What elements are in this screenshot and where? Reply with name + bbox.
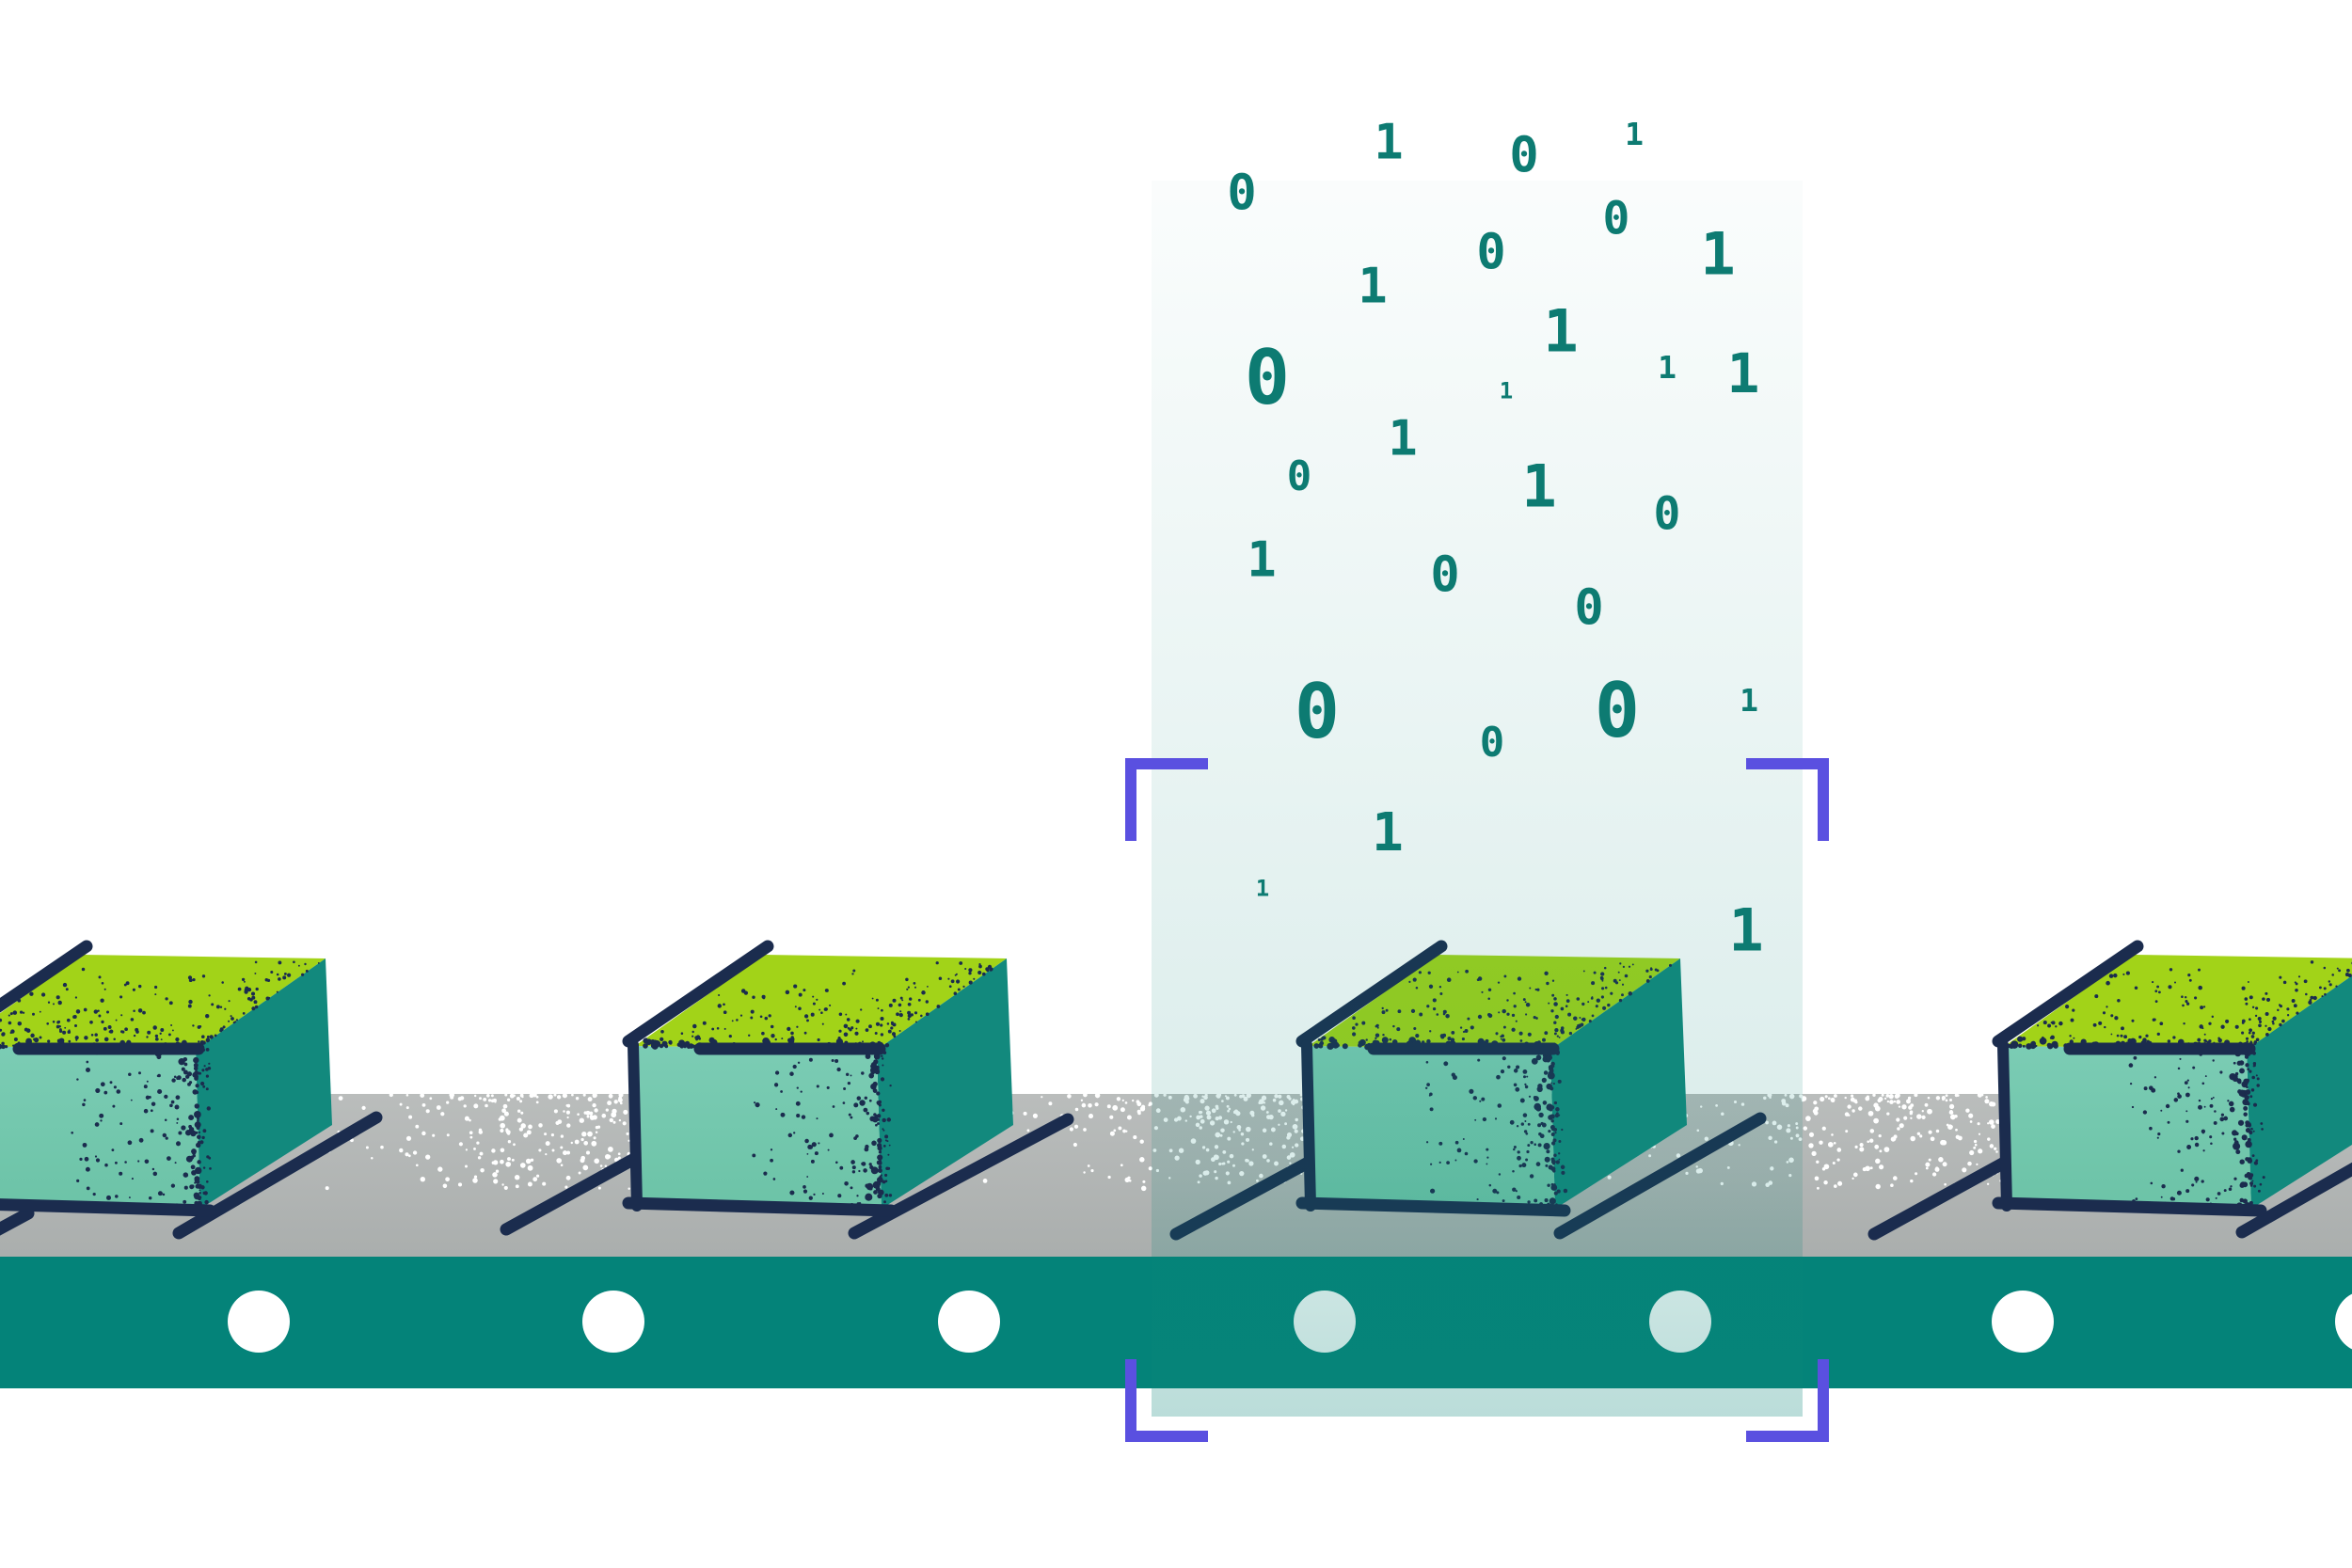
binary-digit: 1 <box>1740 682 1758 719</box>
box-2 <box>500 940 1074 1240</box>
box-right-face <box>877 958 1013 1209</box>
box-front-face <box>0 1046 200 1209</box>
box-4 <box>1867 940 2352 1241</box>
box-front-face <box>2005 1046 2251 1209</box>
scanner-light-overlay <box>1152 181 1803 1417</box>
bracket-bottom-right <box>1746 1359 1829 1442</box>
binary-digit: 0 <box>1595 667 1640 754</box>
roller-hole <box>228 1291 290 1353</box>
bracket-top-right <box>1746 758 1829 841</box>
binary-digit: 1 <box>1728 895 1763 964</box>
bracket-top-left <box>1125 758 1208 841</box>
box-front-face <box>635 1046 882 1209</box>
binary-digit: 0 <box>1480 719 1505 767</box>
box-left-edge-stroke <box>628 1039 643 1212</box>
box-bottom-stroke <box>1992 1196 2267 1217</box>
binary-digit: 0 <box>1227 166 1256 222</box>
binary-digit: 1 <box>1358 259 1387 315</box>
belt-line-right <box>2235 1162 2352 1239</box>
binary-digit: 0 <box>1509 128 1538 184</box>
binary-digit: 1 <box>1521 451 1556 520</box>
bracket-bottom-left <box>1125 1359 1208 1442</box>
roller-hole <box>1992 1291 2054 1353</box>
box-left-edge-stroke <box>1997 1039 2012 1212</box>
scanner-brackets <box>1125 758 1829 1442</box>
binary-digit: 1 <box>1543 296 1578 365</box>
binary-digit: 0 <box>1654 487 1681 540</box>
box-1 <box>0 940 383 1240</box>
belt-line-left <box>1867 1154 2014 1241</box>
roller-hole <box>938 1291 1000 1353</box>
binary-digit: 1 <box>1388 411 1417 467</box>
box-top-left-stroke <box>1992 940 2144 1048</box>
binary-digit: 0 <box>1287 452 1312 500</box>
box-bottom-stroke <box>0 1198 216 1217</box>
binary-digit: 0 <box>1295 668 1340 755</box>
box-top-left-stroke <box>0 940 93 1013</box>
roller-hole <box>582 1291 644 1353</box>
roller-hole <box>2335 1293 2352 1350</box>
binary-digit: 0 <box>1574 580 1603 637</box>
binary-digit: 1 <box>1500 378 1513 404</box>
binary-digit: 1 <box>1700 219 1735 288</box>
belt-line-left <box>0 1207 35 1236</box>
box-bottom-stroke <box>622 1196 898 1217</box>
box-right-face <box>2247 975 2352 1209</box>
box-top-face <box>635 955 1007 1050</box>
box-right-face <box>196 958 332 1209</box>
binary-digit: 0 <box>1603 192 1630 245</box>
binary-digit: 1 <box>1247 532 1276 589</box>
binary-digit: 0 <box>1245 334 1290 421</box>
binary-digit: 1 <box>1374 115 1403 171</box>
binary-digit: 1 <box>1727 341 1760 405</box>
binary-digit: 0 <box>1430 547 1459 604</box>
binary-digit: 1 <box>1658 349 1677 386</box>
binary-digit: 0 <box>1476 225 1505 281</box>
binary-digit: 1 <box>1256 876 1269 902</box>
box-top-left-stroke <box>622 940 774 1048</box>
binary-digit: 1 <box>1372 802 1404 863</box>
binary-digit: 1 <box>1625 116 1644 152</box>
belt-line-left <box>500 1151 643 1236</box>
